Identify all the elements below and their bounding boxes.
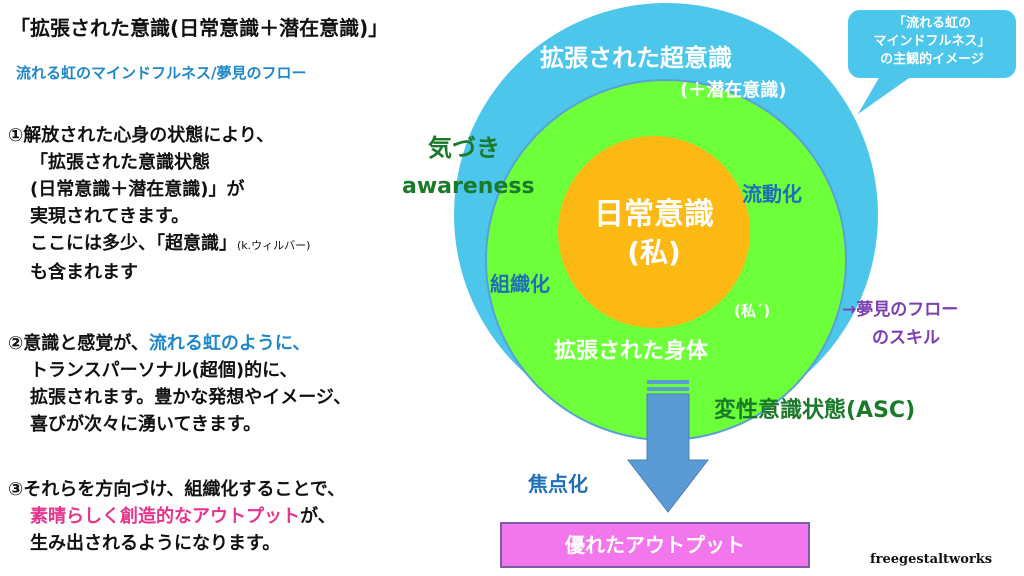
para2-line-3: 拡張されます。豊かな発想やイメージ、	[30, 387, 352, 408]
label-altered-state: 変性意識状態(ASC)	[714, 398, 916, 423]
paragraph-1: ①解放された心身の状態により、 「拡張された意識状態 (日常意識＋潜在意識)」が…	[8, 122, 310, 286]
para2-line-4: 喜びが次々に湧いてきます。	[30, 414, 262, 435]
para2-line-2: トランスパーソナル(超個)的に、	[30, 360, 298, 381]
focus-arrow	[626, 380, 710, 513]
label-watashi-dash: (私´)	[734, 302, 771, 320]
para1-line-3: (日常意識＋潜在意識)」が	[30, 179, 245, 200]
page-subtitle: 流れる虹のマインドフルネス/夢見のフロー	[16, 64, 307, 82]
para2-line-1a: ②意識と感覚が、	[8, 333, 149, 354]
credit-text: freegestaltworks	[870, 552, 993, 567]
paragraph-3: ③それらを方向づけ、組織化することで、 素晴らしく創造的なアウトプットが、 生み…	[8, 476, 345, 557]
label-awareness: awareness	[402, 174, 535, 199]
para1-line-5a: ここには多少、「超意識」	[30, 233, 237, 254]
callout-line-3: の主観的イメージ	[880, 52, 984, 67]
paragraph-2: ②意識と感覚が、流れる虹のように、 トランスパーソナル(超個)的に、 拡張されま…	[8, 330, 351, 438]
para1-line-5: ここには多少、「超意識」(k.ウィルバー)	[8, 230, 310, 259]
callout-tail	[858, 76, 912, 114]
label-organization: 組織化	[490, 272, 550, 296]
label-kidzuki: 気づき	[428, 134, 500, 162]
dream-flow-line-1: →夢見のフロー	[842, 300, 959, 320]
label-focusing: 焦点化	[528, 472, 588, 496]
para1-line-5b: (k.ウィルバー)	[237, 239, 311, 252]
label-fluidization: 流動化	[742, 182, 802, 206]
callout-bubble: 「流れる虹の マインドフルネス」 の主観的イメージ	[848, 10, 1016, 78]
para2-line-1b: 流れる虹のように、	[148, 333, 311, 354]
output-box: 優れたアウトプット	[500, 522, 810, 568]
para1-line-1: ①解放された心身の状態により、	[8, 125, 275, 146]
middle-circle-label: 拡張された身体	[554, 338, 709, 364]
para1-line-6: も含まれます	[30, 262, 138, 283]
outer-circle-label: 拡張された超意識	[540, 44, 732, 72]
para3-line-2b: が、	[300, 506, 336, 527]
para2-line-1: ②意識と感覚が、流れる虹のように、	[8, 330, 351, 357]
para3-line-3: 生み出されるようになります。	[30, 533, 281, 554]
inner-circle-daily-consciousness	[558, 136, 750, 328]
para3-line-2: 素晴らしく創造的なアウトプットが、	[8, 503, 345, 530]
para1-line-2: 「拡張された意識状態	[30, 152, 210, 173]
para1-line-4: 実現されてきます。	[30, 206, 190, 227]
callout-line-1: 「流れる虹の	[892, 16, 971, 31]
para3-line-1: ③それらを方向づけ、組織化することで、	[8, 479, 346, 500]
callout-line-2: マインドフルネス」	[873, 34, 991, 49]
para3-line-2a: 素晴らしく創造的なアウトプット	[30, 506, 300, 527]
label-dream-flow-skill: →夢見のフロー のスキル	[842, 296, 958, 352]
dream-flow-line-2: のスキル	[872, 328, 940, 348]
page-title: 「拡張された意識(日常意識＋潜在意識)」	[10, 16, 389, 40]
inner-circle-sublabel: (私)	[627, 236, 681, 269]
inner-circle-label: 日常意識	[594, 197, 714, 232]
outer-circle-sublabel: (＋潜在意識)	[680, 79, 786, 101]
